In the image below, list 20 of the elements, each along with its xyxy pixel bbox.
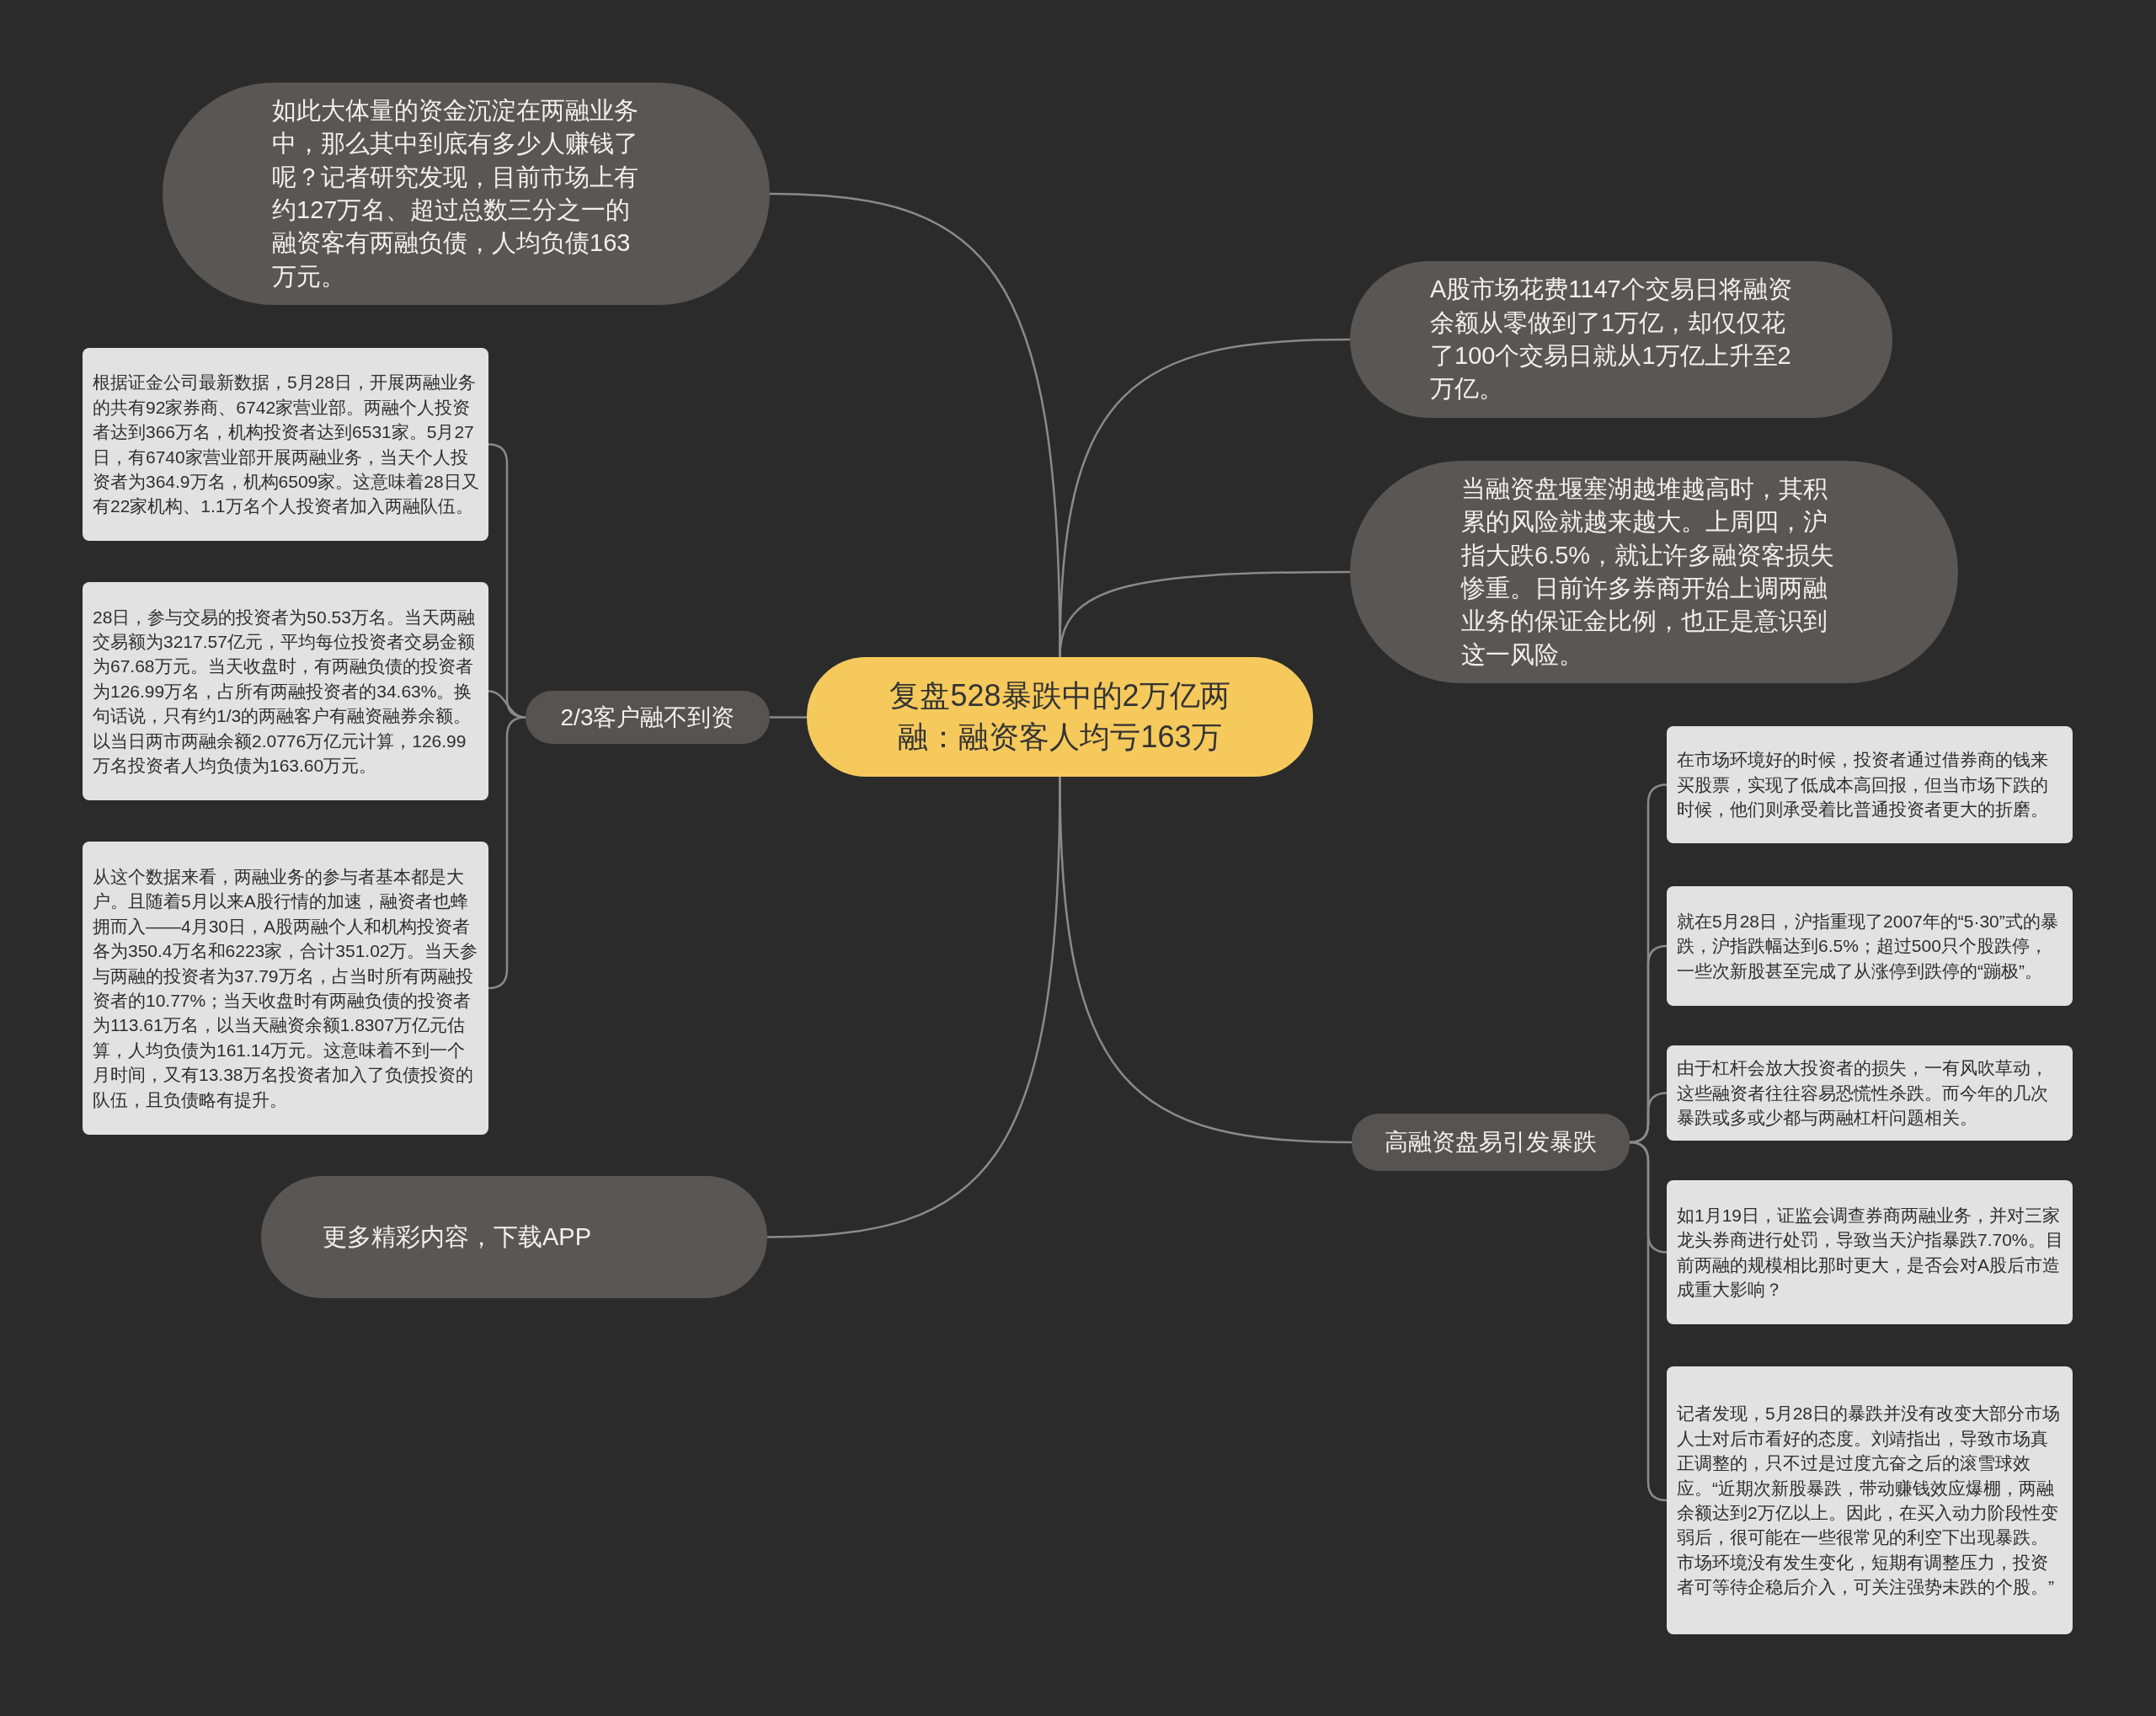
connector-line [1059,776,1353,1144]
topic-bubble: A股市场花费1147个交易日将融资余额从零做到了1万亿，却仅仅花了100个交易日就从1万亿上升至2万亿。 [1350,261,1892,418]
connector-line [770,716,807,719]
note-card: 从这个数据来看，两融业务的参与者基本都是大户。且随着5月以来A股行情的加速，融资者也蜂拥而入——4月30日，A股两融个人和机构投资者各为350.4万名和6223家，合计351.02万。当天参与两融的投资者为37.79万名，占当时所有两融投资者的10.77%；当天收盘时有两融负债的投资者为113.61万名，以当天融资余额1.8307万亿元估算，人均负债为161.14万元。这意味着不到一个月时间，又有13.38万名投资者加入了负债投资的队伍，且负债略有提升。 [83,842,488,1135]
connector-line [1629,1141,1668,1502]
branch-topic: 高融资盘易引发暴跌 [1352,1114,1630,1171]
connector-line [487,716,526,990]
topic-bubble: 如此大体量的资金沉淀在两融业务中，那么其中到底有多少人赚钱了呢？记者研究发现，目前市场上有约127万名、超过总数三分之一的融资客有两融负债，人均负债163万元。 [163,83,770,305]
branch-topic: 2/3客户融不到资 [526,691,770,744]
note-card: 如1月19日，证监会调查券商两融业务，并对三家龙头券商进行处罚，导致当天沪指暴跌7.70%。目前两融的规模相比那时更大，是否会对A股后市造成重大影响？ [1667,1180,2073,1324]
connector-line [1059,570,1350,658]
note-card: 记者发现，5月28日的暴跌并没有改变大部分市场人士对后市看好的态度。刘靖指出，导致市场真正调整的，只不过是过度亢奋之后的滚雪球效应。“近期次新股暴跌，带动赚钱效应爆棚，两融余额达到2万亿以上。因此，在买入动力阶段性变弱后，很可能在一些很常见的利空下出现暴跌。市场环境没有发生变化，短期有调整压力，投资者可等待企稳后介入，可关注强势未跌的个股。” [1667,1366,2073,1634]
note-card: 根据证金公司最新数据，5月28日，开展两融业务的共有92家券商、6742家营业部。两融个人投资者达到366万名，机构投资者达到6531家。5月27日，有6740家营业部开展两融业务，当天个人投资者为364.9万名，机构6509家。这意味着28日又有22家机构、1.1万名个人投资者加入两融队伍。 [83,348,488,541]
note-card: 28日，参与交易的投资者为50.53万名。当天两融交易额为3217.57亿元，平均每位投资者交易金额为67.68万元。当天收盘时，有两融负债的投资者为126.99万名，占所有两融投资者的34.63%。换句话说，只有约1/3的两融客户有融资融券余额。以当日两市两融余额2.0776万亿元计算，126.99万名投资者人均负债为163.60万元。 [83,582,488,800]
note-card: 由于杠杆会放大投资者的损失，一有风吹草动，这些融资者往往容易恐慌性杀跌。而今年的几次暴跌或多或少都与两融杠杆问题相关。 [1667,1045,2073,1141]
note-card: 在市场环境好的时候，投资者通过借券商的钱来买股票，实现了低成本高回报，但当市场下跌的时候，他们则承受着比普通投资者更大的折磨。 [1667,726,2073,843]
topic-bubble: 更多精彩内容，下载APP [261,1176,767,1298]
note-card: 就在5月28日，沪指重现了2007年的“5·30”式的暴跌，沪指跌幅达到6.5%；超过500只个股跌停，一些次新股甚至完成了从涨停到跌停的“蹦极”。 [1667,886,2073,1006]
topic-bubble: 当融资盘堰塞湖越堆越高时，其积累的风险就越来越大。上周四，沪指大跌6.5%，就让许多融资客损失惨重。日前许多券商开始上调两融业务的保证金比例，也正是意识到这一风险。 [1350,461,1958,683]
central-topic: 复盘528暴跌中的2万亿两融：融资客人均亏163万 [807,657,1313,777]
